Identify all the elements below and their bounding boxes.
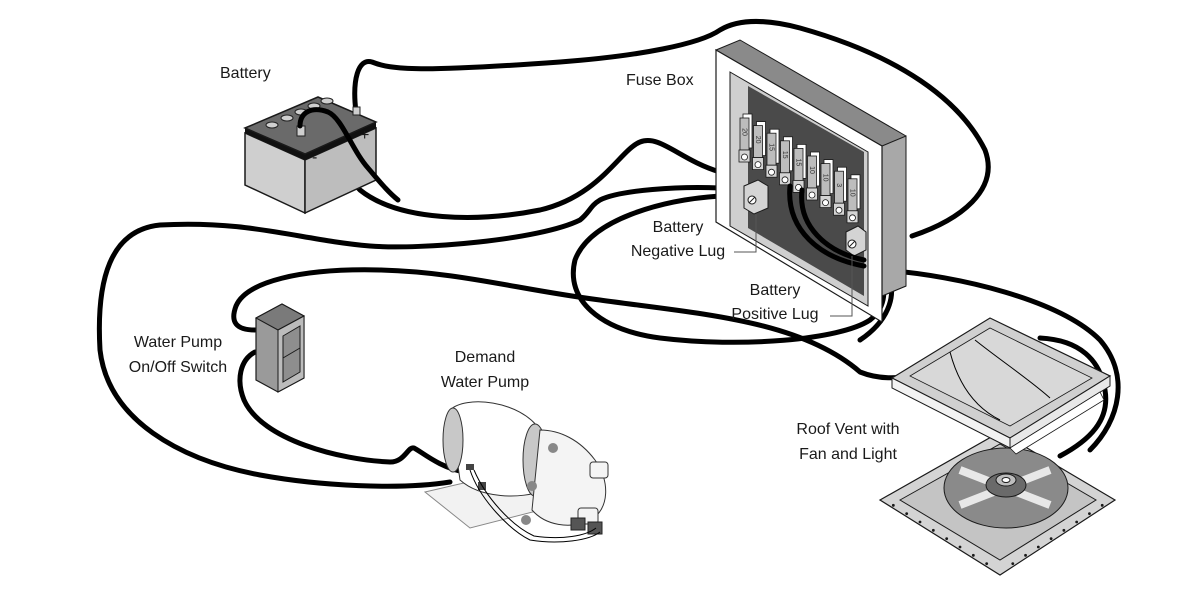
vent-screw — [1100, 503, 1104, 507]
battery-positive-terminal — [352, 106, 361, 116]
fuse: 20 — [738, 113, 753, 163]
wire-fusebox-loop-lower — [570, 193, 887, 345]
water-pump-switch — [254, 303, 306, 393]
positive-lug — [845, 225, 867, 257]
vent-screw — [1088, 512, 1091, 516]
fuse-box-shell-side — [881, 135, 907, 297]
fuse: 10 — [819, 159, 834, 209]
fuse: 15 — [765, 128, 780, 178]
label-fuse-box: Fuse Box — [626, 72, 694, 89]
vent-screw — [985, 562, 989, 566]
battery-positive-mark: + — [360, 127, 369, 144]
label-battery: Battery — [220, 65, 271, 82]
vent-screw — [1011, 562, 1015, 566]
wire-battery-positive-top-loop — [352, 19, 991, 239]
battery-cable — [297, 107, 401, 203]
label-switch-line2: On/Off Switch — [129, 359, 227, 376]
wire-fusebox-to-vent-outer — [881, 267, 1121, 453]
vent-screw — [905, 512, 909, 516]
vent-screw — [918, 520, 922, 524]
fuse-rating: 15 — [795, 159, 802, 167]
roof-vent — [878, 317, 1117, 576]
pump-leads — [469, 469, 601, 543]
wire-battery-negative — [317, 107, 723, 220]
vent-screw — [945, 537, 949, 541]
label-vent-line1: Roof Vent with — [796, 421, 899, 438]
vent-screws — [891, 503, 1104, 566]
label-negative-lug-line1: Battery — [653, 219, 704, 236]
wire-switch-to-vent — [231, 267, 908, 381]
vent-screw — [1075, 520, 1079, 524]
negative-lug-leader — [734, 214, 757, 253]
vent-screw — [971, 553, 975, 557]
label-positive-lug-line1: Battery — [750, 282, 801, 299]
fuse-rating: 15 — [781, 151, 788, 159]
fuse-rating: 10 — [808, 166, 815, 174]
rocker — [282, 325, 301, 383]
label-pump-line2: Water Pump — [441, 374, 529, 391]
fuse-row: 20 20 15 15 15 10 10 3 10 — [738, 113, 861, 224]
negative-lug — [743, 179, 769, 215]
fuse-rating: 3 — [835, 183, 842, 187]
label-negative-lug-line2: Negative Lug — [631, 243, 725, 260]
label-switch-line1: Water Pump — [134, 334, 222, 351]
fuse: 3 — [833, 166, 847, 216]
fuse-box: 20 20 15 15 15 10 10 3 10 — [714, 39, 907, 324]
pump-head — [531, 429, 607, 526]
vent-screw — [958, 545, 962, 549]
wire-fusebox-to-switch-outer — [96, 185, 723, 489]
fuse-rating: 10 — [849, 189, 856, 197]
vent-screw — [1024, 553, 1027, 557]
fuse-rating: 15 — [768, 143, 775, 151]
fuse: 15 — [779, 136, 793, 186]
battery-top — [243, 96, 378, 155]
vent-screw — [891, 503, 895, 507]
vent-screw — [1062, 528, 1066, 532]
fuse-rating: 20 — [754, 136, 761, 144]
positive-lug-leader — [830, 256, 853, 317]
fuse-cable-1 — [787, 183, 867, 269]
battery-negative-mark: - — [312, 149, 317, 166]
vent-screw — [1036, 545, 1040, 549]
fuse: 20 — [752, 121, 766, 171]
label-pump-line1: Demand — [455, 349, 515, 366]
fuse: 15 — [792, 143, 807, 193]
battery-band — [245, 122, 376, 160]
battery: - + — [243, 96, 401, 215]
vent-screw — [1049, 537, 1053, 541]
fuse-rating: 20 — [741, 128, 748, 136]
vent-screw — [931, 528, 935, 532]
fuse: 10 — [806, 151, 820, 201]
label-positive-lug-line2: Positive Lug — [731, 306, 818, 323]
label-vent-line2: Fan and Light — [799, 446, 897, 463]
wire-switch-to-pump — [237, 349, 468, 475]
fuse-rating: 10 — [822, 174, 829, 182]
demand-water-pump — [423, 401, 609, 543]
fuse: 10 — [846, 174, 861, 224]
